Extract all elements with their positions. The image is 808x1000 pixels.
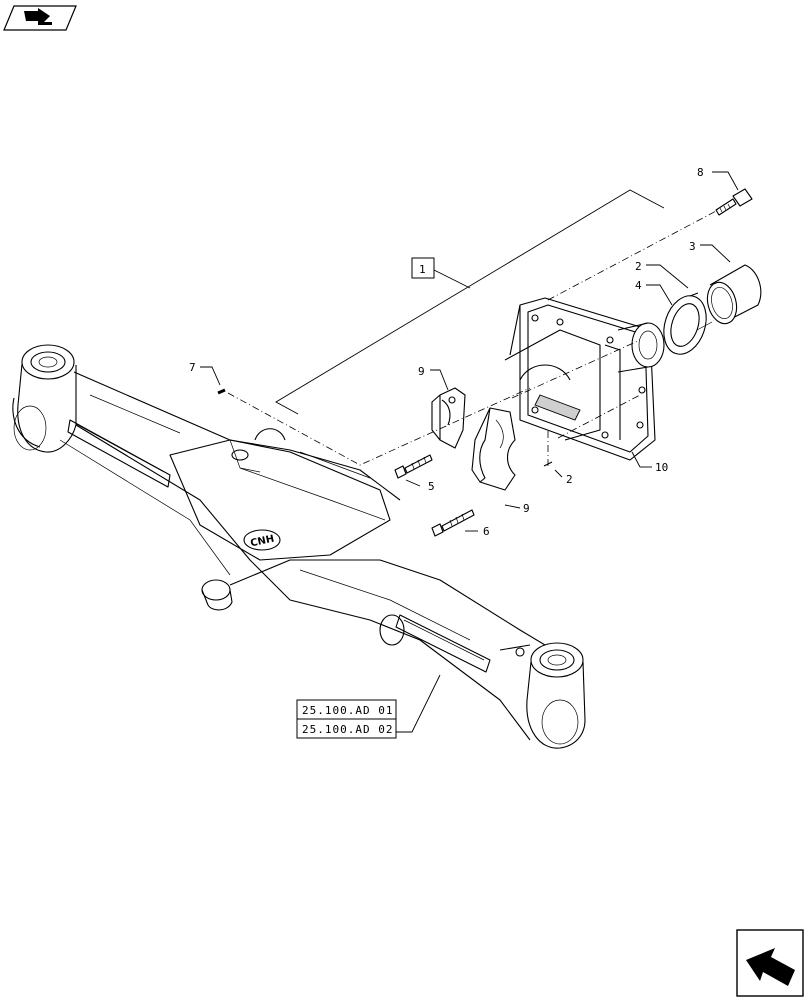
next-page-arrow-icon[interactable] [736,929,804,997]
pin-7 [217,388,226,395]
bolt-6 [431,509,475,537]
reference-label-1[interactable]: 25.100.AD 01 [302,704,393,717]
bolt-8 [715,188,753,216]
carrier-housing [504,297,665,461]
pin-upper [689,292,699,297]
callout-10: 10 [655,461,668,474]
leader-lines [200,171,739,733]
callout-5: 5 [428,480,435,493]
callout-6: 6 [483,525,490,538]
callout-9-lower: 9 [523,502,530,515]
axle-housing: CNH [12,344,586,749]
clamp-block-upper [431,387,466,449]
bushing [706,264,762,325]
callout-2-lower: 2 [566,473,573,486]
callout-8: 8 [697,166,704,179]
callout-4: 4 [635,279,642,292]
seal-ring [663,295,713,355]
reference-label-2[interactable]: 25.100.AD 02 [302,723,393,736]
reference-box[interactable]: 25.100.AD 01 25.100.AD 02 [296,699,397,739]
bolt-5 [394,454,433,479]
callout-1: 1 [419,263,426,276]
svg-text:CNH: CNH [249,534,275,550]
callout-1-box [411,257,435,279]
callout-9-upper: 9 [418,365,425,378]
alignment-lines [227,209,719,466]
assembly-bracket [275,189,665,415]
callout-3: 3 [689,240,696,253]
callout-2-upper: 2 [635,260,642,273]
clamp-block-lower [471,407,516,491]
return-arrow-icon[interactable] [3,5,77,31]
callout-7: 7 [189,361,196,374]
